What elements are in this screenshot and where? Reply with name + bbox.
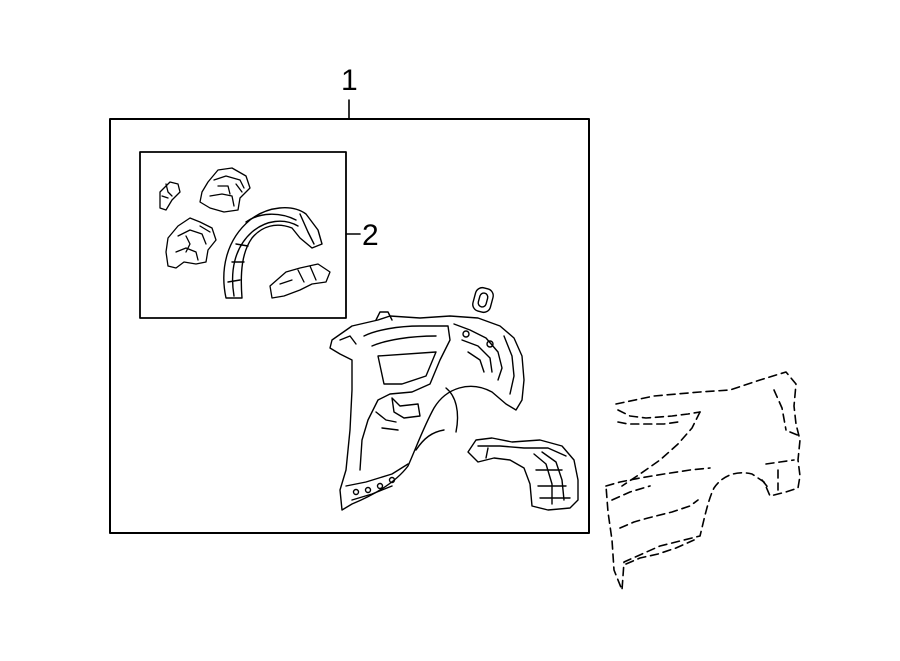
inner-kit-box xyxy=(139,151,347,319)
lower-bracket-part xyxy=(165,217,217,269)
callout-1-label: 1 xyxy=(341,64,358,97)
quarter-inner-panel xyxy=(329,311,525,511)
assembly-box xyxy=(109,118,590,534)
flat-bracket-part xyxy=(269,263,331,299)
outer-quarter-panel-reference xyxy=(605,371,801,591)
small-bracket-part xyxy=(159,181,181,211)
grommet-part xyxy=(472,286,494,314)
upper-reinforcement-part xyxy=(199,167,251,213)
wheelhouse-arch-part xyxy=(223,207,323,299)
wheel-well-extension xyxy=(467,437,579,511)
callout-2-label: 2 xyxy=(362,219,379,252)
